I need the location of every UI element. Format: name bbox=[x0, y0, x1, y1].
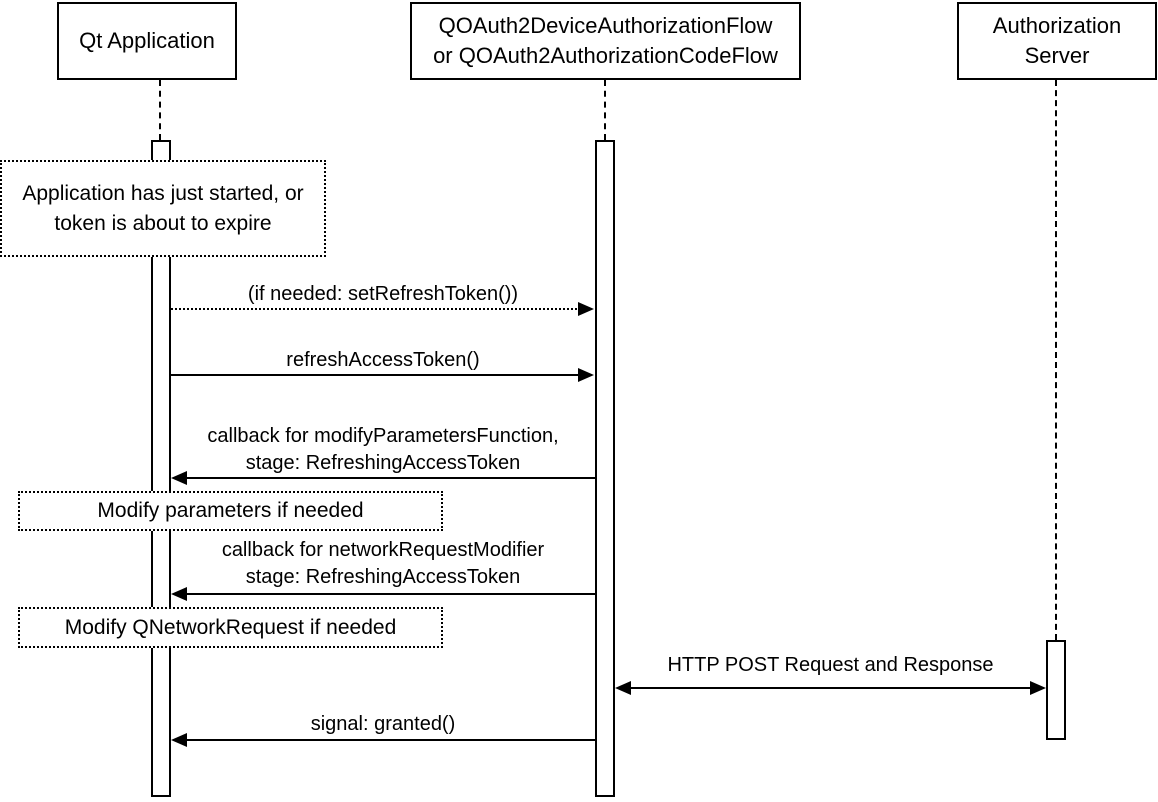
arrowhead-left-icon bbox=[171, 587, 187, 601]
arrowhead-right-icon bbox=[1030, 681, 1046, 695]
message-line-http-post bbox=[631, 687, 1030, 689]
message-line-set-refresh-token bbox=[171, 308, 581, 310]
message-label-set-refresh-token: (if needed: setRefreshToken()) bbox=[247, 283, 519, 305]
arrowhead-left-icon bbox=[171, 471, 187, 485]
activation-oauth-flow bbox=[595, 140, 615, 797]
message-line-network-request-modifier-callback bbox=[187, 593, 595, 595]
message-line-modify-parameters-callback bbox=[187, 477, 595, 479]
message-line-refresh-access-token bbox=[171, 374, 581, 376]
arrowhead-right-icon bbox=[578, 368, 594, 382]
message-label-signal-granted: signal: granted() bbox=[310, 713, 456, 735]
message-label-refresh-access-token: refreshAccessToken() bbox=[286, 349, 480, 371]
arrowhead-left-icon bbox=[615, 681, 631, 695]
activation-authorization-server bbox=[1046, 640, 1066, 740]
note-modify-parameters: Modify parameters if needed bbox=[18, 491, 443, 531]
message-label-http-post: HTTP POST Request and Response bbox=[667, 654, 994, 676]
message-label-modify-parameters-callback: callback for modifyParametersFunction, s… bbox=[207, 425, 559, 474]
message-label-network-request-modifier-callback: callback for networkRequestModifier stag… bbox=[221, 539, 545, 588]
note-app-started-or-token-expiring: Application has just started, or token i… bbox=[0, 160, 326, 257]
participant-authorization-server: Authorization Server bbox=[957, 2, 1157, 80]
participant-qt-application: Qt Application bbox=[57, 2, 237, 80]
lifeline-oauth-flow bbox=[604, 80, 606, 140]
note-modify-qnetworkrequest: Modify QNetworkRequest if needed bbox=[18, 607, 443, 648]
arrowhead-left-icon bbox=[171, 733, 187, 747]
lifeline-qt-application bbox=[159, 80, 161, 140]
participant-oauth-flow: QOAuth2DeviceAuthorizationFlow or QOAuth… bbox=[410, 2, 801, 80]
arrowhead-right-icon bbox=[578, 302, 594, 316]
lifeline-authorization-server bbox=[1055, 80, 1057, 640]
message-line-signal-granted bbox=[187, 739, 595, 741]
